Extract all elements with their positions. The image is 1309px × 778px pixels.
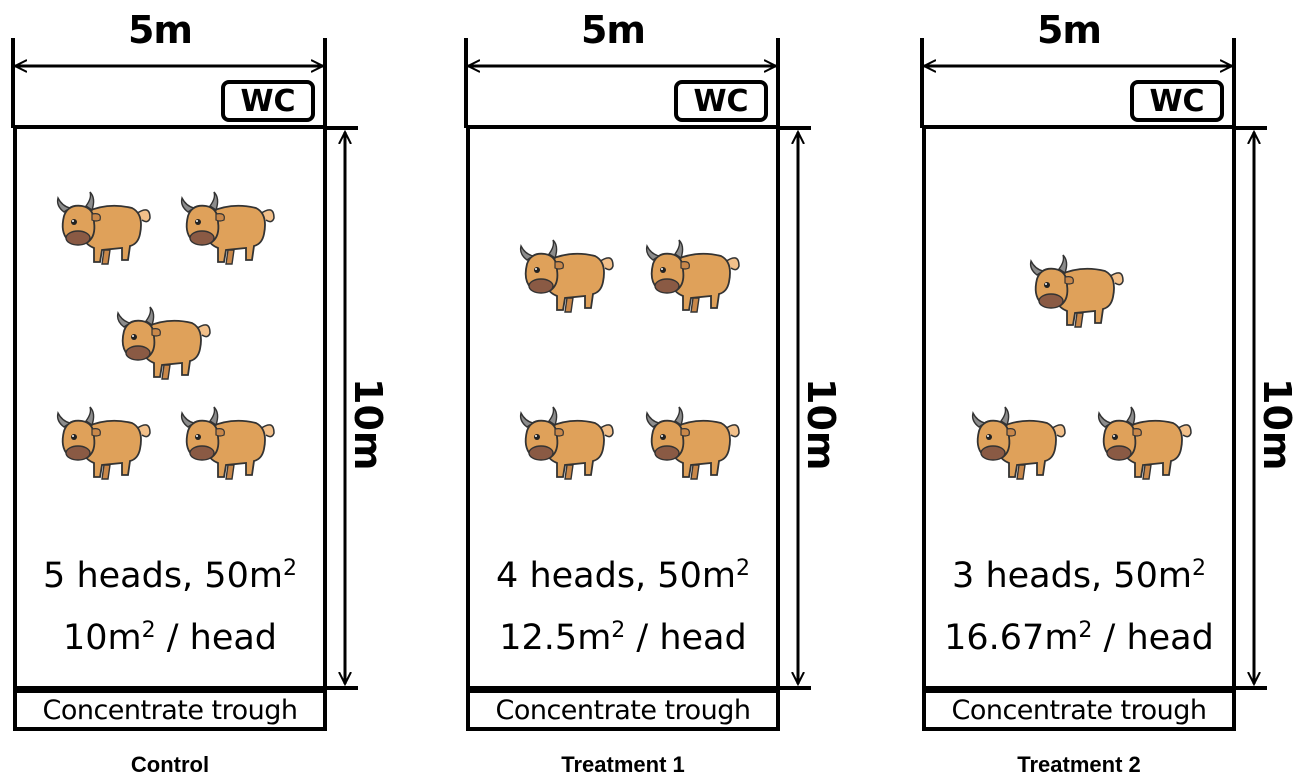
heads-area-sup: 2 (735, 556, 750, 581)
wc-box: WC (221, 80, 315, 122)
concentrate-trough: Concentrate trough (13, 689, 327, 731)
cattle-icon (180, 191, 275, 265)
cattle-icon (645, 239, 740, 313)
density-value: 16.67m (944, 618, 1079, 658)
density-sup: 2 (1078, 618, 1093, 643)
heads-area-main: 3 heads, 50m (952, 556, 1192, 596)
panel-control: 5m WC 10m 5 heads, 50m2 10m2 / head Conc… (0, 0, 420, 778)
panel-treatment-1: 5m WC 10m 4 heads, 50m2 12.5m2 / head Co… (453, 0, 873, 778)
density-sup: 2 (141, 618, 156, 643)
heads-area-sup: 2 (1191, 556, 1206, 581)
cattle-icon (116, 306, 211, 380)
cattle-icon (56, 191, 151, 265)
cattle-icon (1029, 254, 1124, 328)
heads-area-main: 5 heads, 50m (43, 556, 283, 596)
panel-title: Treatment 2 (1017, 752, 1141, 777)
dimension-arrow-icon (11, 38, 358, 690)
length-label: 10m (346, 378, 390, 471)
pen-area (466, 125, 780, 690)
heads-area-text: 4 heads, 50m2 (466, 556, 780, 596)
dimension-arrow-icon (464, 38, 811, 690)
width-label: 5m (580, 8, 646, 52)
density-text: 16.67m2 / head (922, 618, 1236, 658)
panel-title: Treatment 1 (561, 752, 685, 777)
cattle-icon (645, 406, 740, 480)
wc-box: WC (674, 80, 768, 122)
cattle-icon (180, 406, 275, 480)
density-sup: 2 (611, 618, 626, 643)
heads-area-sup: 2 (282, 556, 297, 581)
density-value: 12.5m (499, 618, 612, 658)
pen-area (922, 125, 1236, 690)
cattle-icon (519, 406, 614, 480)
heads-area-main: 4 heads, 50m (496, 556, 736, 596)
concentrate-trough: Concentrate trough (922, 689, 1236, 731)
heads-area-text: 3 heads, 50m2 (922, 556, 1236, 596)
length-label: 10m (1255, 378, 1299, 471)
width-label: 5m (1036, 8, 1102, 52)
panel-title: Control (130, 752, 210, 777)
cattle-icon (971, 406, 1066, 480)
density-text: 12.5m2 / head (466, 618, 780, 658)
wc-box: WC (1130, 80, 1224, 122)
cattle-icon (519, 239, 614, 313)
length-label: 10m (799, 378, 843, 471)
cattle-icon (1097, 406, 1192, 480)
cattle-icon (56, 406, 151, 480)
density-value: 10m (62, 618, 142, 658)
density-text: 10m2 / head (13, 618, 327, 658)
heads-area-text: 5 heads, 50m2 (13, 556, 327, 596)
density-suffix: / head (1092, 618, 1214, 658)
density-suffix: / head (625, 618, 747, 658)
concentrate-trough: Concentrate trough (466, 689, 780, 731)
panel-treatment-2: 5m WC 10m 3 heads, 50m2 16.67m2 / head C… (909, 0, 1309, 778)
dimension-arrow-icon (920, 38, 1267, 690)
width-label: 5m (127, 8, 193, 52)
density-suffix: / head (155, 618, 278, 658)
